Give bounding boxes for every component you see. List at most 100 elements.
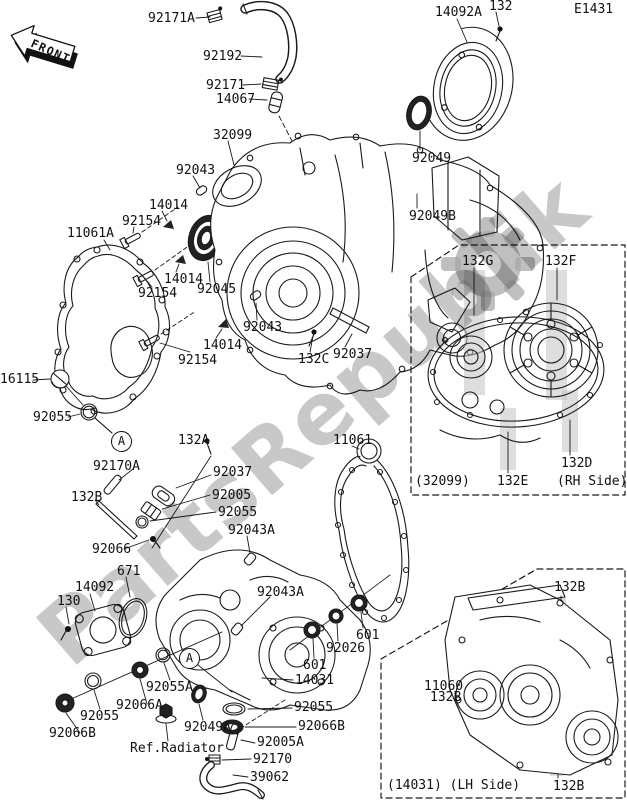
part-label-14031[interactable]: 14031 (295, 673, 335, 688)
part-label-14092A[interactable]: 14092A (435, 5, 482, 20)
part-label-14092[interactable]: 14092 (75, 580, 115, 595)
part-label-92049[interactable]: 92049 (412, 151, 452, 166)
cover-ring-14092A (421, 21, 523, 149)
part-label-92154[interactable]: 92154 (122, 214, 162, 229)
part-label-671[interactable]: 671 (117, 564, 141, 579)
part-label-132B[interactable]: 132B (553, 779, 585, 794)
dowel-92043-icon (249, 289, 262, 301)
dowel-92043A-icon (243, 552, 257, 566)
part-label-92066[interactable]: 92066 (92, 542, 132, 557)
part-label-92005A[interactable]: 92005A (257, 735, 304, 750)
part-label-132[interactable]: 132 (489, 0, 513, 14)
o-ring-671-icon (114, 595, 151, 641)
cover-assembly-14031 (156, 550, 370, 710)
caption-label: (14031) (LH Side) (387, 778, 521, 793)
part-label-92043[interactable]: 92043 (243, 320, 283, 335)
hose-39062-icon (203, 765, 263, 799)
screw-92154-icon (139, 332, 161, 350)
part-label-14067[interactable]: 14067 (216, 92, 256, 107)
part-label-92066B[interactable]: 92066B (298, 719, 345, 734)
part-label-92037[interactable]: 92037 (213, 465, 253, 480)
bearing-601-icon (351, 595, 367, 611)
hose-clamp-92171A-icon (206, 6, 225, 23)
part-label-92154[interactable]: 92154 (178, 353, 218, 368)
dowel-92043-icon (195, 184, 208, 196)
callout-A: A (111, 431, 132, 452)
part-label-132A[interactable]: 132A (178, 433, 210, 448)
part-label-92055A[interactable]: 92055A (146, 680, 193, 695)
part-label-132B[interactable]: 132B (430, 690, 462, 705)
part-label-92055[interactable]: 92055 (294, 700, 334, 715)
part-label-92154[interactable]: 92154 (138, 286, 178, 301)
cover-14092 (73, 602, 133, 657)
part-label-92049B[interactable]: 92049B (409, 209, 456, 224)
part-label-14014[interactable]: 14014 (149, 198, 189, 213)
part-label-92192[interactable]: 92192 (203, 49, 243, 64)
part-label-132E[interactable]: 132E (497, 474, 529, 489)
part-label-92043A[interactable]: 92043A (257, 585, 304, 600)
part-label-132G[interactable]: 132G (462, 254, 494, 269)
part-label-92171[interactable]: 92171 (206, 78, 246, 93)
cap-92066B-icon (56, 694, 74, 712)
bolt-130-icon (61, 626, 71, 640)
part-label-11061A[interactable]: 11061A (67, 226, 114, 241)
part-label-132C[interactable]: 132C (298, 352, 330, 367)
front-arrow: FRONT (5, 20, 78, 69)
part-label-92005[interactable]: 92005 (212, 488, 252, 503)
part-label-11061[interactable]: 11061 (333, 433, 373, 448)
part-label-11060[interactable]: 11060 (424, 679, 464, 694)
part-label-132D[interactable]: 132D (561, 456, 593, 471)
part-label-601[interactable]: 601 (303, 658, 327, 673)
part-label-132B[interactable]: 132B (554, 580, 586, 595)
part-label-92170[interactable]: 92170 (253, 752, 293, 767)
part-label-92037[interactable]: 92037 (333, 347, 373, 362)
seal-92049A-icon (189, 683, 208, 705)
part-label-39062[interactable]: 39062 (250, 770, 290, 785)
pin-92170A-icon (103, 474, 123, 495)
washer-14014-icon (175, 255, 186, 264)
part-label-132F[interactable]: 132F (545, 254, 577, 269)
washer-14014-icon (218, 319, 229, 328)
o-ring-92055-icon (223, 703, 245, 715)
part-label-132B[interactable]: 132B (71, 490, 103, 505)
part-label-92026[interactable]: 92026 (326, 641, 366, 656)
part-label-92043[interactable]: 92043 (176, 163, 216, 178)
tube-92037-icon (150, 484, 177, 508)
part-label-92171A[interactable]: 92171A (148, 11, 195, 26)
oil-cap-16115-icon (51, 370, 69, 388)
fitting-92005-icon (140, 501, 161, 520)
part-label-601[interactable]: 601 (356, 628, 380, 643)
part-label-92055[interactable]: 92055 (33, 410, 73, 425)
callout-A: A (179, 648, 200, 669)
ref-label: Ref.Radiator (130, 741, 224, 756)
cap-92066A-icon (132, 662, 148, 678)
part-label-92055[interactable]: 92055 (80, 709, 120, 724)
fitting-14067-icon (268, 91, 284, 114)
inset-rh-box (411, 245, 625, 495)
part-label-92066A[interactable]: 92066A (116, 698, 163, 713)
part-label-92066B[interactable]: 92066B (49, 726, 96, 741)
washer-14014-icon (163, 220, 174, 229)
part-label-92043A[interactable]: 92043A (228, 523, 275, 538)
hose-clamp-92171-icon (262, 75, 283, 91)
gasket-11061 (335, 439, 409, 622)
o-ring-92055-icon (136, 516, 148, 528)
breather-hose-92192 (243, 4, 293, 79)
part-label-14014[interactable]: 14014 (203, 338, 243, 353)
part-label-32099[interactable]: 32099 (213, 128, 253, 143)
code-label: E1431 (574, 2, 614, 17)
bearing-601-icon (304, 622, 320, 638)
part-label-92170A[interactable]: 92170A (93, 459, 140, 474)
part-label-92049A[interactable]: 92049A (184, 720, 231, 735)
caption-label: (RH Side) (557, 474, 627, 489)
part-label-14014[interactable]: 14014 (164, 272, 204, 287)
rod-92037-icon (330, 308, 369, 333)
o-ring-92055-icon (85, 673, 101, 689)
caption-label: (32099) (415, 474, 470, 489)
part-label-130[interactable]: 130 (57, 594, 81, 609)
part-label-92055[interactable]: 92055 (218, 505, 258, 520)
part-label-92045[interactable]: 92045 (197, 282, 237, 297)
gasket-11061A (55, 245, 170, 414)
part-label-16115[interactable]: 16115 (0, 372, 40, 387)
